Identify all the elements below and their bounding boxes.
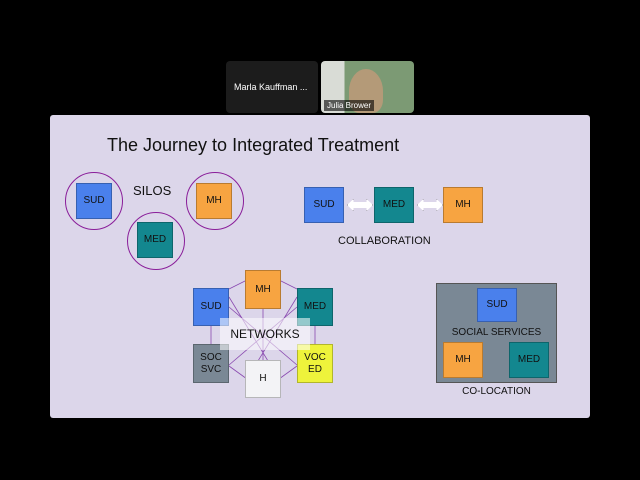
participant-name: Julia Brower bbox=[324, 100, 375, 111]
participant-name: Marla Kauffman ... bbox=[234, 82, 308, 92]
slide-title: The Journey to Integrated Treatment bbox=[107, 135, 400, 155]
silo-sud-box: SUD bbox=[76, 183, 112, 219]
network-med-box: MED bbox=[297, 288, 333, 326]
participant-tile-julia[interactable]: Julia Brower bbox=[321, 61, 414, 113]
silos-label: SILOS bbox=[133, 183, 172, 198]
colocation-sud-box: SUD bbox=[477, 288, 517, 322]
colocation-label: CO-LOCATION bbox=[462, 386, 531, 397]
networks-label: NETWORKS bbox=[220, 318, 310, 350]
collaboration-label: COLLABORATION bbox=[338, 235, 431, 247]
silo-mh-box: MH bbox=[196, 183, 232, 219]
collab-mh-box: MH bbox=[443, 187, 483, 223]
silo-circle bbox=[127, 212, 185, 270]
colocation-mh-box: MH bbox=[443, 342, 483, 378]
social-services-label: SOCIAL SERVICES bbox=[451, 327, 542, 338]
network-voc-ed-box: VOC ED bbox=[297, 344, 333, 383]
network-mh-box: MH bbox=[245, 270, 281, 309]
network-h-box: H bbox=[245, 360, 281, 398]
collab-med-box: MED bbox=[374, 187, 414, 223]
presentation-slide: The Journey to Integrated Treatment SUD … bbox=[50, 115, 590, 418]
silo-circle bbox=[186, 172, 244, 230]
silo-circle bbox=[65, 172, 123, 230]
collab-sud-box: SUD bbox=[304, 187, 344, 223]
participant-tile-marla[interactable]: Marla Kauffman ... bbox=[226, 61, 318, 113]
silo-med-box: MED bbox=[137, 222, 173, 258]
network-soc-svc-box: SOC SVC bbox=[193, 344, 229, 383]
colocation-med-box: MED bbox=[509, 342, 549, 378]
